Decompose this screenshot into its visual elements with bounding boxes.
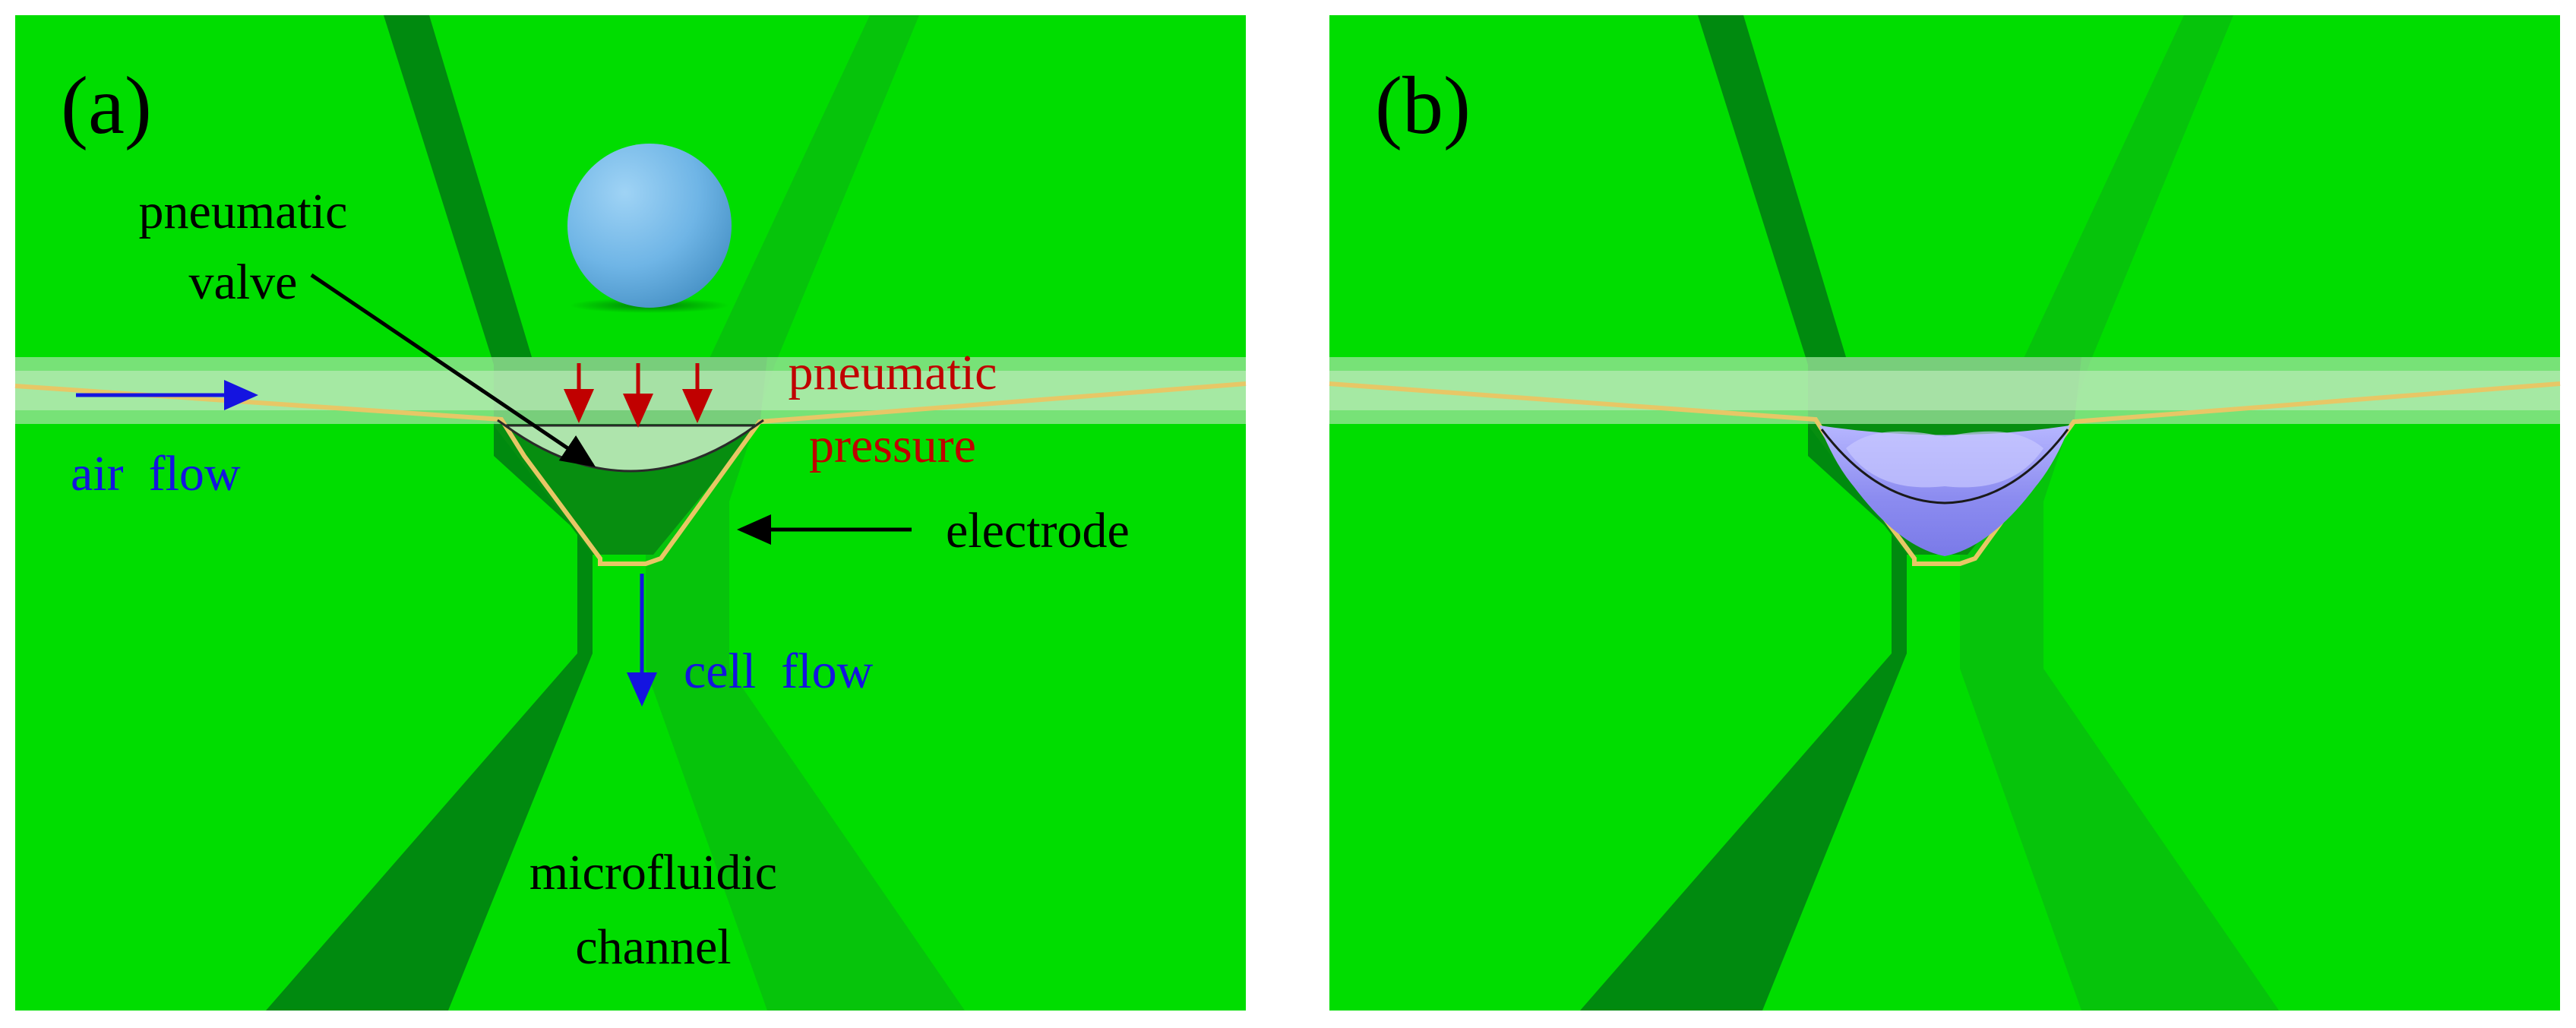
membrane-band-core (1329, 371, 2560, 410)
cell-sphere-icon (567, 144, 732, 308)
valve-pointer-arrow-icon (310, 273, 596, 467)
valve-outline (1820, 429, 2069, 505)
microfluidic-channel-left (1580, 15, 1907, 1011)
microfluidic-channel-label: microfluidic (529, 845, 777, 900)
valve-highlight (1846, 431, 2043, 488)
panel-a: (a) pneumatic valve pneumatic pressure a… (14, 15, 1247, 1011)
air-flow-label: air flow (71, 446, 241, 501)
pneumatic-pressure-label: pressure (809, 418, 976, 473)
microfluidic-channel-label: channel (575, 919, 731, 975)
panel-a-label: (a) (61, 61, 152, 151)
pneumatic-valve-label: pneumatic (139, 184, 348, 239)
pneumatic-pressure-label: pneumatic (789, 345, 997, 400)
electrode-label: electrode (946, 503, 1130, 558)
valve-edges (497, 419, 764, 427)
microfluidic-channel-right (646, 15, 965, 1011)
cell-flow-label: cell flow (684, 644, 874, 699)
panel-b: (b) (1329, 15, 2561, 1011)
microfluidic-channel-left (266, 15, 593, 1011)
pneumatic-valve-label: valve (189, 255, 298, 310)
microfluidic-channel-right (1960, 15, 2279, 1011)
electrode (14, 381, 1247, 566)
panel-b-label: (b) (1375, 61, 1471, 151)
membrane-band-core (15, 371, 1246, 410)
